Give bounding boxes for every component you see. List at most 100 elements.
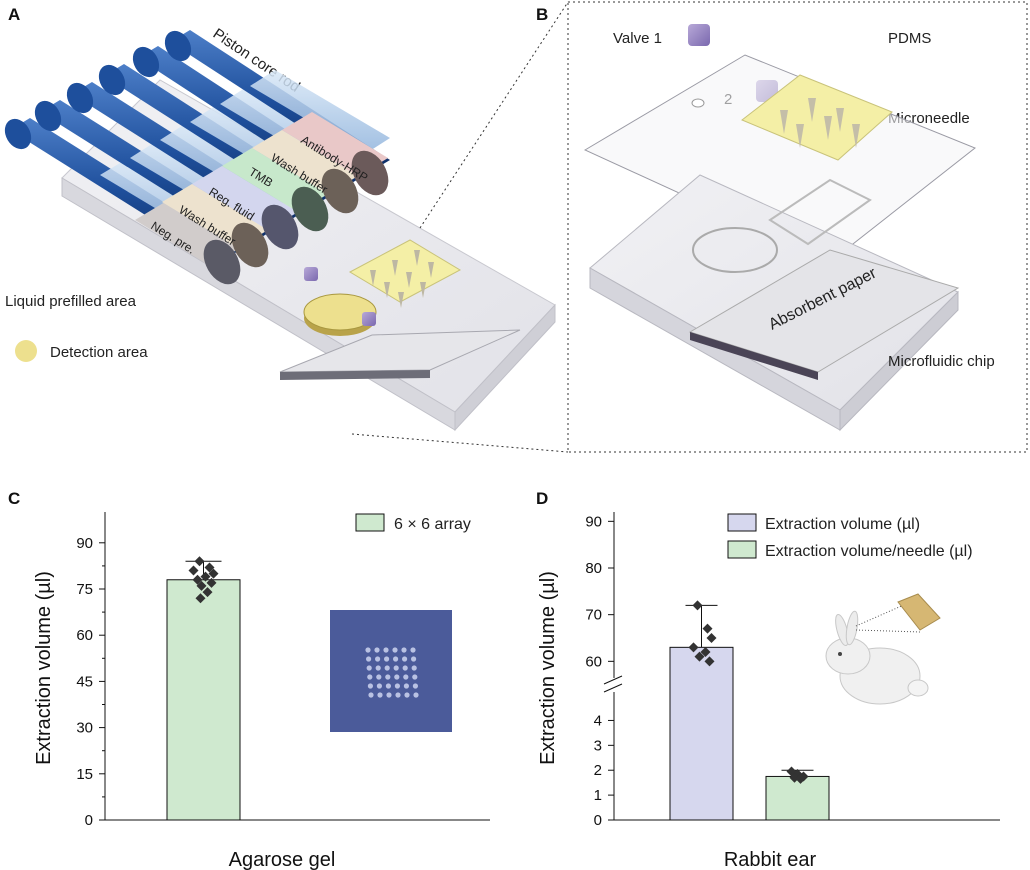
y-tick-label: 0 (85, 812, 93, 829)
legend-swatch-extraction-volume (727, 513, 757, 532)
microneedle-dot (411, 665, 417, 671)
microneedle-dot (413, 692, 419, 698)
microneedle-dot (385, 683, 391, 689)
microneedle-dot (366, 665, 372, 671)
waste-pad-edge (280, 370, 430, 380)
y-tick-label: 15 (76, 766, 93, 783)
data-point (192, 574, 203, 585)
data-point (795, 773, 806, 784)
microneedle-dot (366, 656, 372, 662)
legend-swatch-6x6-array (355, 513, 385, 532)
data-point (196, 580, 207, 591)
y-tick-label: 0 (594, 812, 602, 829)
valve-icon (362, 312, 376, 326)
microneedle-dot (375, 665, 381, 671)
microneedle-tips (370, 250, 434, 308)
microneedle-dot (395, 692, 401, 698)
absorbent-paper-edge (690, 332, 818, 380)
microneedle-dot (392, 647, 398, 653)
y-tick-label: 30 (76, 720, 93, 737)
legend-label-6x6-array: 6 × 6 array (394, 516, 471, 533)
microneedle-dot (375, 656, 381, 662)
microneedle-dot (367, 683, 373, 689)
data-point (200, 571, 211, 582)
microneedle-dot (412, 674, 418, 680)
microneedle-dot (365, 647, 371, 653)
microneedle-dot (394, 683, 400, 689)
legend-swatch-extraction-volume-per-needle (727, 540, 757, 559)
y-tick-label: 90 (76, 535, 93, 552)
y-tick-label: 90 (585, 513, 602, 530)
y-tick-label: 1 (594, 787, 602, 804)
legend-label-extraction-volume: Extraction volume (µl) (765, 516, 920, 533)
microneedle-dot (376, 674, 382, 680)
data-point (694, 651, 705, 662)
valve-1-label: Valve 1 (613, 30, 662, 47)
data-point (688, 642, 699, 653)
chart-d-x-axis-title: Rabbit ear (724, 849, 817, 870)
detection-area-swatch (15, 340, 37, 362)
microneedle-patch (348, 239, 462, 303)
syringe-6: Antibody-HRP (164, 30, 390, 196)
data-point (702, 623, 713, 634)
data-point (208, 568, 219, 579)
data-point (206, 577, 217, 588)
y-tick-label: 75 (76, 581, 93, 598)
valve-hole (691, 98, 705, 108)
data-point (700, 647, 711, 657)
panel-c-letter: C (8, 489, 20, 508)
y-tick-label: 45 (76, 673, 93, 690)
agarose-gel-photo (330, 610, 452, 732)
microneedle-dot (384, 656, 390, 662)
legend-label-extraction-volume-per-needle: Extraction volume/needle (µl) (765, 543, 973, 560)
liquid-prefilled-area-label: Liquid prefilled area (5, 293, 137, 310)
y-tick-label: 60 (585, 653, 602, 670)
microneedle-dot (385, 674, 391, 680)
axis-break-mark (603, 675, 623, 685)
microneedle-dot (402, 665, 408, 671)
y-tick-label: 70 (585, 607, 602, 624)
microneedle-dot (403, 683, 409, 689)
microneedle-dot (394, 674, 400, 680)
panel-d-letter: D (536, 489, 548, 508)
data-point (194, 556, 205, 567)
microneedle-dot (403, 674, 409, 680)
detection-area-label: Detection area (50, 344, 148, 361)
microfluidic-chip-side (839, 290, 959, 432)
chart-c-y-axis-title: Extraction volume (µl) (33, 571, 55, 765)
microneedle-dot (376, 683, 382, 689)
data-point (188, 565, 199, 576)
microneedle-dot (393, 656, 399, 662)
microneedle-tips (780, 98, 860, 148)
data-point (706, 633, 717, 643)
microneedle-dot (393, 665, 399, 671)
pdms-label: PDMS (888, 30, 931, 47)
microneedle-dot (368, 692, 374, 698)
callout-line (419, 1, 569, 229)
y-tick-label: 3 (594, 737, 602, 754)
microfluidic-chip-label: Microfluidic chip (888, 353, 995, 370)
y-tick-label: 80 (585, 560, 602, 577)
microneedle-dot (377, 692, 383, 698)
absorbent-paper (688, 249, 960, 373)
y-tick-label: 60 (76, 627, 93, 644)
panel-b: B Valve 1 2 PDMS Microneedle Absorbent p… (536, 1, 1028, 453)
waste-pad (279, 329, 521, 373)
callout-line (351, 433, 569, 453)
panel-a-letter: A (8, 5, 20, 24)
data-point (195, 593, 206, 604)
bar-extraction-volume-per-needle (765, 775, 830, 821)
microneedle-dot (386, 692, 392, 698)
data-point (704, 656, 715, 667)
microneedle-dot (367, 674, 373, 680)
microneedle-dot (411, 656, 417, 662)
chart-c: 0 15 30 45 60 75 90 (76, 512, 490, 829)
microneedle-dot (383, 647, 389, 653)
microneedle-dot (404, 692, 410, 698)
data-point (692, 600, 703, 611)
microneedle-dot (401, 647, 407, 653)
detection-chamber (692, 227, 778, 273)
